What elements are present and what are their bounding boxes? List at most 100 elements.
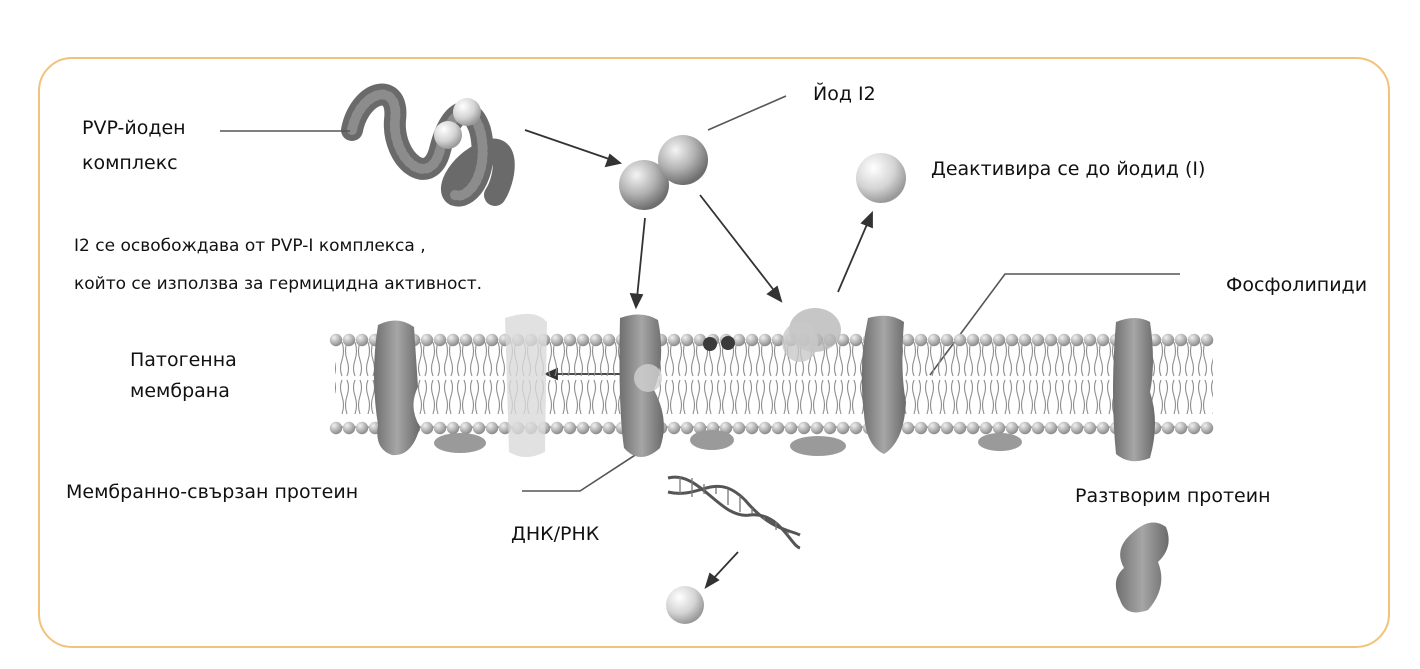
phospholipid-head bbox=[486, 422, 498, 434]
pvp-complex-label-line2: комплекс bbox=[82, 147, 178, 179]
release-text-line2: който се използва за гермицидна активнос… bbox=[74, 268, 482, 300]
iodide-sphere bbox=[856, 153, 906, 203]
phospholipid-head bbox=[967, 422, 979, 434]
phospholipid-head bbox=[824, 422, 836, 434]
phospholipid-head bbox=[746, 334, 758, 346]
phospholipid-head bbox=[577, 334, 589, 346]
phospholipid-head bbox=[473, 334, 485, 346]
phospholipid-head bbox=[1032, 334, 1044, 346]
phospholipid-head bbox=[343, 334, 355, 346]
soluble-protein-label: Разтворим протеин bbox=[1075, 480, 1271, 512]
phospholipid-head bbox=[1006, 334, 1018, 346]
phospholipid-head bbox=[1071, 334, 1083, 346]
phospholipid-head bbox=[928, 422, 940, 434]
phospholipid-head bbox=[733, 422, 745, 434]
phospholipid-head bbox=[1045, 334, 1057, 346]
phospholipid-head bbox=[603, 334, 615, 346]
phospholipid-head bbox=[902, 334, 914, 346]
phospholipid-head bbox=[473, 422, 485, 434]
iodine-label: Йод I2 bbox=[813, 78, 876, 110]
phospholipid-head bbox=[1201, 334, 1213, 346]
phospholipid-head bbox=[798, 422, 810, 434]
phospholipid-head bbox=[759, 334, 771, 346]
phospholipid-head bbox=[1188, 334, 1200, 346]
phospholipid-head bbox=[928, 334, 940, 346]
phospholipid-head bbox=[1019, 422, 1031, 434]
phospholipid-head bbox=[1006, 422, 1018, 434]
phospholipid-head bbox=[356, 422, 368, 434]
phospholipid-head bbox=[447, 334, 459, 346]
phospholipid-head bbox=[434, 422, 446, 434]
phospholipid-head bbox=[980, 422, 992, 434]
phospholipid-head bbox=[772, 422, 784, 434]
lipid-bilayer bbox=[330, 334, 1213, 434]
phospholipid-head bbox=[902, 422, 914, 434]
phospholipid-head bbox=[850, 422, 862, 434]
phospholipid-head bbox=[1175, 422, 1187, 434]
phospholipid-head bbox=[993, 334, 1005, 346]
phospholipid-head bbox=[356, 334, 368, 346]
dna-rna-label: ДНК/РНК bbox=[511, 518, 599, 550]
phospholipid-head bbox=[1084, 422, 1096, 434]
phospholipid-head bbox=[1097, 422, 1109, 434]
phospholipid-head bbox=[915, 334, 927, 346]
phospholipid-head bbox=[330, 422, 342, 434]
pathogen-membrane-label-line1: Патогенна bbox=[130, 344, 237, 376]
phospholipid-head bbox=[1201, 422, 1213, 434]
iodine-molecule bbox=[619, 135, 708, 210]
phospholipid-head bbox=[993, 422, 1005, 434]
phospholipid-head bbox=[447, 422, 459, 434]
phospholipid-head bbox=[1097, 334, 1109, 346]
phospholipid-head bbox=[330, 334, 342, 346]
phospholipid-head bbox=[486, 334, 498, 346]
phospholipid-head bbox=[1032, 422, 1044, 434]
dna-helix bbox=[668, 477, 800, 548]
phospholipid-head bbox=[837, 422, 849, 434]
phospholipid-head bbox=[746, 422, 758, 434]
phospholipid-head bbox=[1019, 334, 1031, 346]
phospholipid-head bbox=[759, 422, 771, 434]
phospholipid-head bbox=[590, 334, 602, 346]
phospholipid-head bbox=[1058, 422, 1070, 434]
phospholipid-head bbox=[850, 334, 862, 346]
phospholipid-head bbox=[577, 422, 589, 434]
phospholipid-head bbox=[980, 334, 992, 346]
phospholipid-head bbox=[564, 334, 576, 346]
soluble-protein-shape bbox=[1116, 523, 1169, 613]
phospholipid-head bbox=[1175, 334, 1187, 346]
phospholipid-head bbox=[1162, 334, 1174, 346]
phospholipid-head bbox=[941, 422, 953, 434]
pathogen-membrane-label-line2: мембрана bbox=[130, 375, 230, 407]
iodide-sphere-bottom bbox=[666, 586, 704, 624]
phospholipid-head bbox=[603, 422, 615, 434]
phospholipid-head bbox=[1071, 422, 1083, 434]
deactivates-label: Деактивира се до йодид (I) bbox=[931, 153, 1205, 185]
phospholipid-head bbox=[460, 334, 472, 346]
phospholipid-head bbox=[668, 422, 680, 434]
phospholipid-head bbox=[954, 334, 966, 346]
phospholipid-head bbox=[343, 422, 355, 434]
phospholipid-head bbox=[785, 422, 797, 434]
phospholipid-head bbox=[421, 422, 433, 434]
membrane-protein-label: Мембранно-свързан протеин bbox=[66, 476, 358, 508]
phospholipid-head bbox=[590, 422, 602, 434]
pvp-complex-label-line1: PVP-йоден bbox=[82, 112, 186, 144]
phospholipid-head bbox=[668, 334, 680, 346]
pvp-iodine-complex bbox=[352, 95, 504, 196]
phospholipid-head bbox=[1058, 334, 1070, 346]
phospholipid-head bbox=[421, 334, 433, 346]
phospholipid-head bbox=[954, 422, 966, 434]
phospholipid-head bbox=[681, 334, 693, 346]
phospholipid-head bbox=[1045, 422, 1057, 434]
phospholipid-head bbox=[811, 422, 823, 434]
phospholipid-head bbox=[941, 334, 953, 346]
phospholipid-head bbox=[564, 422, 576, 434]
phospholipid-head bbox=[967, 334, 979, 346]
phospholipid-head bbox=[681, 422, 693, 434]
phospholipid-head bbox=[434, 334, 446, 346]
phospholipid-head bbox=[915, 422, 927, 434]
phospholipid-head bbox=[551, 422, 563, 434]
phospholipid-head bbox=[1162, 422, 1174, 434]
phospholipids-label: Фосфолипиди bbox=[1226, 269, 1367, 301]
